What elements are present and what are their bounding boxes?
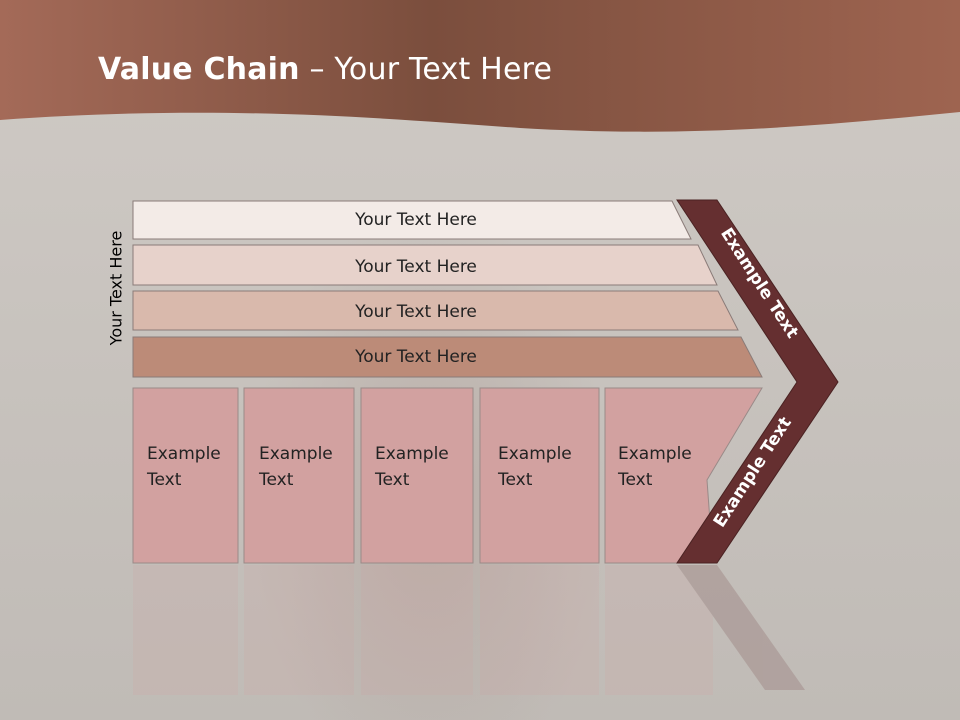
column-box-2 bbox=[243, 387, 355, 564]
row-label-2: Your Text Here bbox=[354, 257, 477, 277]
column-1-line2: Text bbox=[146, 470, 182, 490]
column-box-3 bbox=[360, 387, 474, 564]
header-band bbox=[0, 0, 960, 132]
column-1-line1: Example bbox=[147, 444, 221, 464]
row-bar-2 bbox=[132, 244, 718, 286]
column-box-1 bbox=[132, 387, 239, 564]
row-bar-3 bbox=[132, 290, 739, 331]
row-label-4: Your Text Here bbox=[354, 347, 477, 367]
column-3-line2: Text bbox=[374, 470, 410, 490]
column-2-line1: Example bbox=[259, 444, 333, 464]
column-box-4 bbox=[479, 387, 600, 564]
row-bar-4 bbox=[132, 336, 763, 378]
row-bar-1 bbox=[132, 200, 692, 240]
reflection bbox=[133, 565, 805, 695]
column-4-line2: Text bbox=[497, 470, 533, 490]
column-2-line2: Text bbox=[258, 470, 294, 490]
column-5-line2: Text bbox=[617, 470, 653, 490]
column-5-line1: Example bbox=[618, 444, 692, 464]
row-label-3: Your Text Here bbox=[354, 302, 477, 322]
column-4-line1: Example bbox=[498, 444, 572, 464]
chevron-arrow bbox=[676, 199, 839, 564]
row-label-1: Your Text Here bbox=[354, 210, 477, 230]
page-title: Value Chain – Your Text Here bbox=[98, 52, 553, 87]
column-3-line1: Example bbox=[375, 444, 449, 464]
